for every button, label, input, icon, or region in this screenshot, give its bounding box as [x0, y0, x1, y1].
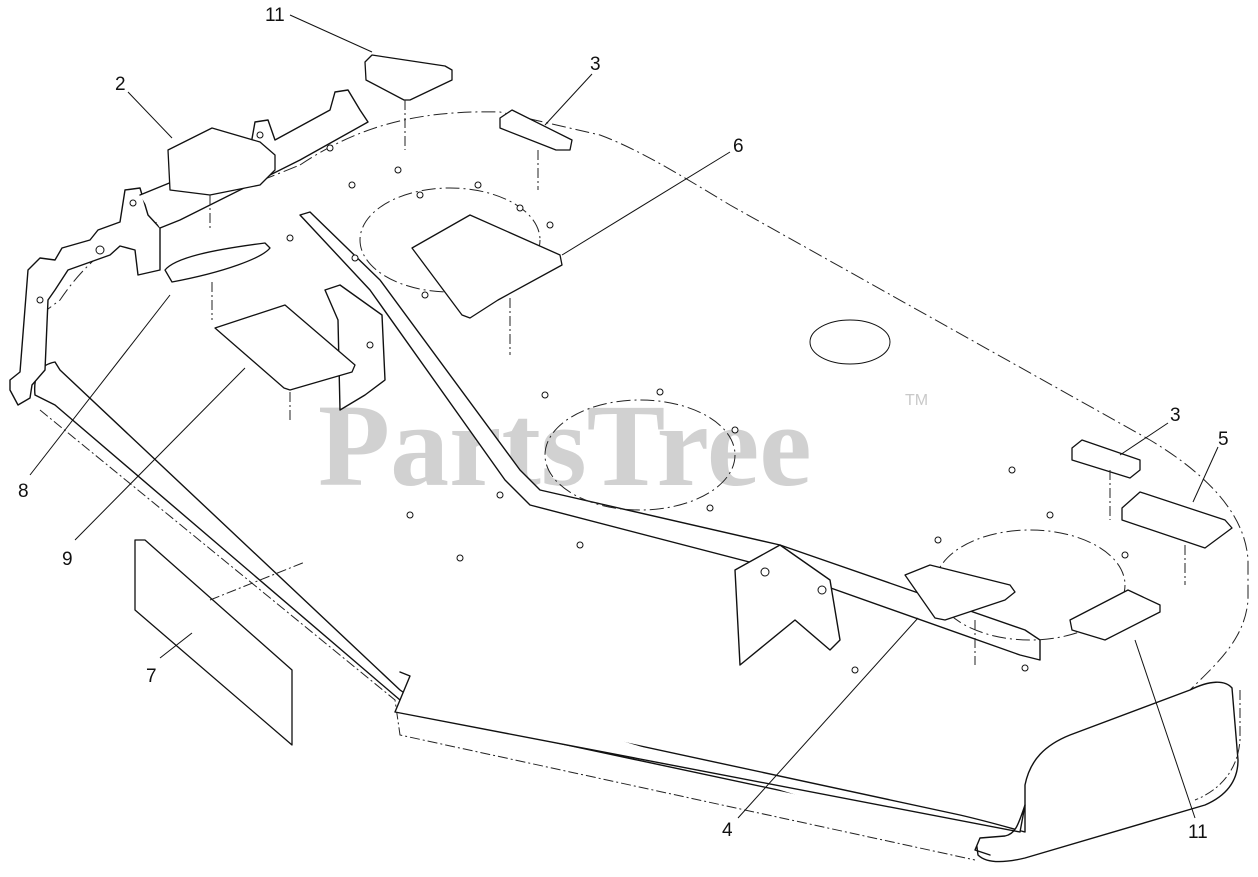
decal-2 [167, 127, 276, 196]
rail-hole [95, 245, 105, 255]
rail-hole [36, 296, 44, 304]
center-bracket [324, 284, 386, 411]
bracket-hole [760, 567, 770, 577]
spindle-opening-right [934, 529, 1126, 641]
callout-11-top: 11 [265, 5, 285, 26]
front-bracket [734, 544, 841, 666]
decal-7 [134, 539, 293, 746]
decal-3-right [1071, 439, 1141, 479]
watermark-trademark: TM [905, 392, 928, 409]
callout-3-top: 3 [590, 54, 601, 75]
decal-4 [904, 564, 1016, 621]
leader-lines [29, 14, 1219, 819]
callout-7: 7 [146, 666, 157, 687]
decal-6 [411, 214, 563, 319]
deck-skirt-side-edge [1194, 690, 1241, 801]
decal-8 [164, 242, 271, 283]
deck-port-hole [809, 319, 891, 365]
rail-hole [129, 199, 137, 207]
decal-11-top [364, 54, 453, 101]
bracket-hole [817, 585, 827, 595]
deck-skirt-lower-edge [39, 409, 976, 861]
decal-5 [1121, 491, 1233, 549]
rear-rail [9, 187, 161, 406]
rail-hole [256, 131, 264, 139]
callout-4: 4 [722, 820, 733, 841]
callout-3-right: 3 [1170, 405, 1181, 426]
callout-11-right: 11 [1188, 822, 1208, 843]
callout-9: 9 [62, 549, 73, 570]
deck-holes [286, 144, 1129, 674]
spindle-opening-left [359, 187, 541, 293]
decal-3-top [499, 109, 573, 151]
decal-11-right [1069, 589, 1161, 641]
callout-5: 5 [1218, 429, 1229, 450]
deck-front-bumper [394, 671, 1026, 856]
deck-top-outline [299, 111, 1249, 691]
decal-9 [214, 304, 356, 391]
callout-8: 8 [18, 481, 29, 502]
callout-2: 2 [115, 74, 126, 95]
spindle-opening-center [544, 399, 736, 511]
callout-6: 6 [733, 136, 744, 157]
bracket-hole [366, 341, 374, 349]
watermark-brand: PartsTree [318, 380, 812, 511]
